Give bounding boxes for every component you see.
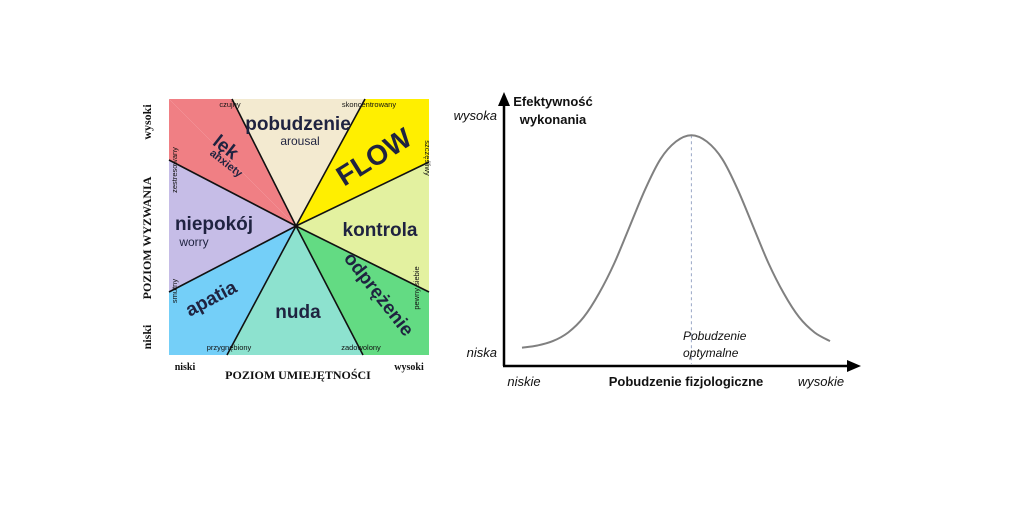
edge-label-left-top: zestresowany	[170, 147, 179, 193]
divider-line	[295, 225, 430, 293]
y-high-label: wysoka	[454, 108, 497, 123]
divider-line	[295, 161, 430, 227]
flow-sectors	[169, 99, 429, 355]
flow-model: lęk anxiety pobudzenie arousal FLOW kont…	[140, 98, 432, 382]
sector-subtitle-arousal: arousal	[280, 134, 319, 148]
performance-curve	[521, 134, 831, 349]
divider-line	[168, 225, 297, 293]
y-axis-title-line1: Efektywność	[513, 94, 592, 109]
x-axis-title: POZIOM UMIEJĘTNOŚCI	[225, 368, 371, 382]
sector-worry	[169, 160, 296, 292]
x-low-label: niskie	[507, 374, 540, 389]
sector-title-control: kontrola	[343, 220, 418, 241]
sector-control	[296, 162, 429, 292]
flow-divider-lines	[168, 98, 430, 356]
y-axis-title: POZIOM WYZWANIA	[140, 176, 154, 299]
edge-label-left-bottom: smutny	[170, 279, 179, 303]
optimum-annotation-line1: Pobudzenie	[683, 329, 747, 343]
sector-apathy	[169, 226, 296, 355]
y-axis-arrowhead	[498, 92, 510, 106]
y-low-label: niska	[467, 345, 497, 360]
x-axis-arrowhead	[847, 360, 861, 372]
sector-subtitle-worry: worry	[178, 235, 208, 249]
y-axis-high-label: wysoki	[140, 104, 154, 140]
sector-title-arousal: pobudzenie	[245, 114, 351, 135]
x-axis-title: Pobudzenie fizjologiczne	[609, 374, 764, 389]
edge-label-bottom-right: zadowolony	[341, 343, 381, 352]
curve-chart: Efektywność wykonania wysoka niska niski…	[454, 92, 861, 389]
y-axis-low-label: niski	[140, 324, 154, 349]
edge-label-top-left: czujny	[219, 100, 241, 109]
divider-line	[226, 225, 297, 356]
edge-label-right-top: szczęśliwy	[423, 140, 432, 176]
optimum-annotation-line2: optymalne	[683, 346, 739, 360]
edge-label-bottom-left: przygnębiony	[207, 343, 252, 352]
divider-line	[168, 159, 297, 227]
x-high-label: wysokie	[798, 374, 844, 389]
edge-label-right-bottom: pewny siebie	[412, 266, 421, 309]
sector-title-boredom: nuda	[275, 302, 321, 323]
x-axis-low-label: niski	[175, 362, 196, 373]
divider-line	[295, 225, 364, 356]
sector-flow	[296, 99, 429, 226]
edge-label-top-right: skoncentrowany	[342, 100, 396, 109]
y-axis-title-line2: wykonania	[519, 112, 587, 127]
x-axis-high-label: wysoki	[394, 362, 424, 373]
sector-anxiety-left	[169, 99, 296, 226]
divider-line	[231, 98, 297, 227]
sector-relaxation	[296, 226, 429, 355]
sector-boredom	[227, 226, 363, 355]
sector-arousal	[232, 99, 365, 226]
sector-title-worry: niepokój	[175, 214, 253, 235]
divider-line	[295, 98, 366, 227]
